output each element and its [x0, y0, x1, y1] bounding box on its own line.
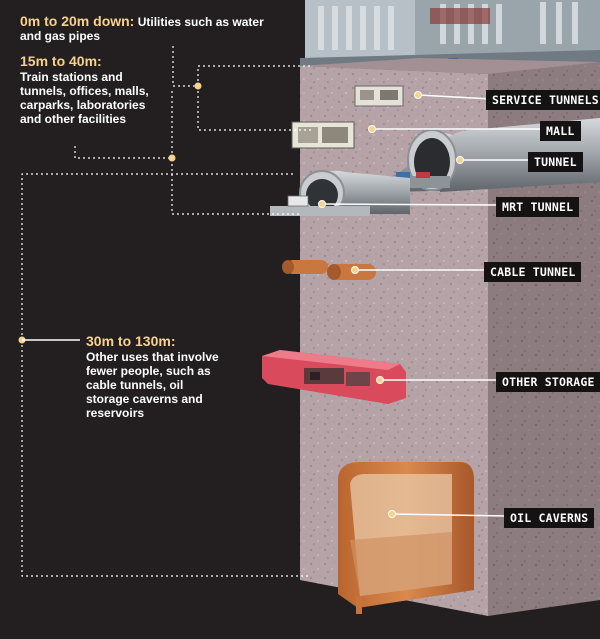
- label-other-storage: OTHER STORAGE: [496, 372, 600, 392]
- depth-note-1: 0m to 20m down: Utilities such as water …: [20, 14, 270, 43]
- depth-text-3: Other uses that involve fewer people, su…: [86, 350, 219, 420]
- depth-range-3: 30m to 130m:: [86, 333, 176, 349]
- label-mrt-tunnel: MRT TUNNEL: [496, 197, 580, 217]
- label-oil-caverns: OIL CAVERNS: [504, 508, 595, 528]
- depth-range-2: 15m to 40m:: [20, 53, 102, 69]
- label-service-tunnels: SERVICE TUNNELS: [486, 90, 600, 110]
- label-cable-tunnel: CABLE TUNNEL: [484, 262, 582, 282]
- depth-text-2: Train stations and tunnels, offices, mal…: [20, 70, 149, 126]
- other-storage-structure: [262, 350, 406, 404]
- label-leaders: [321, 94, 540, 517]
- oil-cavern-structure: [338, 462, 474, 614]
- label-mall: MALL: [540, 121, 581, 141]
- depth-range-1: 0m to 20m down:: [20, 13, 135, 29]
- mrt-tunnel-structure: [270, 170, 410, 216]
- label-tunnel: TUNNEL: [528, 152, 583, 172]
- mall-structure: [291, 121, 355, 149]
- depth-note-2: 15m to 40m: Train stations and tunnels, …: [20, 53, 150, 126]
- depth-text-1: Utilities such as water and gas pipes: [20, 15, 264, 43]
- service-tunnel-structure: [354, 85, 404, 107]
- depth-note-3: 30m to 130m: Other uses that involve few…: [86, 333, 224, 420]
- label-dots: [318, 91, 464, 518]
